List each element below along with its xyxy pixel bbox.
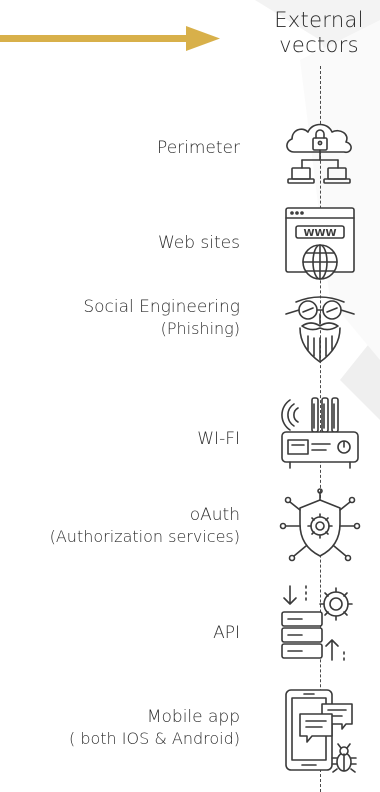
arrow-icon bbox=[0, 26, 220, 51]
title-line-1: External bbox=[274, 8, 364, 32]
vector-label-web-sites: Web sites bbox=[158, 232, 240, 254]
diagram-title: External vectors bbox=[258, 8, 380, 58]
vector-label-text: Perimeter bbox=[157, 138, 240, 158]
svg-text:WWW: WWW bbox=[303, 228, 336, 239]
vector-label-text: WI-FI bbox=[197, 429, 240, 449]
mobile-chat-bug-icon bbox=[272, 688, 368, 778]
vector-label-wifi: WI-FI bbox=[197, 428, 240, 450]
vector-label-text: oAuth bbox=[189, 505, 240, 525]
shield-gear-network-icon bbox=[272, 488, 368, 572]
vector-label-text: Mobile app bbox=[146, 707, 240, 727]
vector-sublabel: (Authorization services) bbox=[49, 527, 240, 546]
www-browser-globe-icon: WWW bbox=[272, 204, 368, 288]
dashed-spine bbox=[320, 66, 321, 792]
cloud-network-lock-icon bbox=[272, 112, 368, 192]
vector-label-api: API bbox=[213, 622, 240, 644]
vector-label-social-engineering: Social Engineering (Phishing) bbox=[83, 296, 240, 340]
vector-label-perimeter: Perimeter bbox=[157, 137, 240, 159]
wifi-router-icon bbox=[272, 392, 368, 472]
disguise-mask-icon bbox=[272, 290, 368, 370]
vector-sublabel: ( both IOS & Android) bbox=[69, 729, 240, 748]
server-gear-icon bbox=[272, 582, 368, 668]
vector-label-oauth: oAuth (Authorization services) bbox=[50, 504, 240, 548]
vector-label-text: Social Engineering bbox=[83, 297, 240, 317]
vector-sublabel: (Phishing) bbox=[160, 319, 240, 338]
vector-label-mobile-app: Mobile app ( both IOS & Android) bbox=[69, 706, 240, 750]
vector-label-text: API bbox=[213, 623, 240, 643]
vector-label-text: Web sites bbox=[157, 233, 240, 253]
title-line-2: vectors bbox=[279, 33, 359, 57]
